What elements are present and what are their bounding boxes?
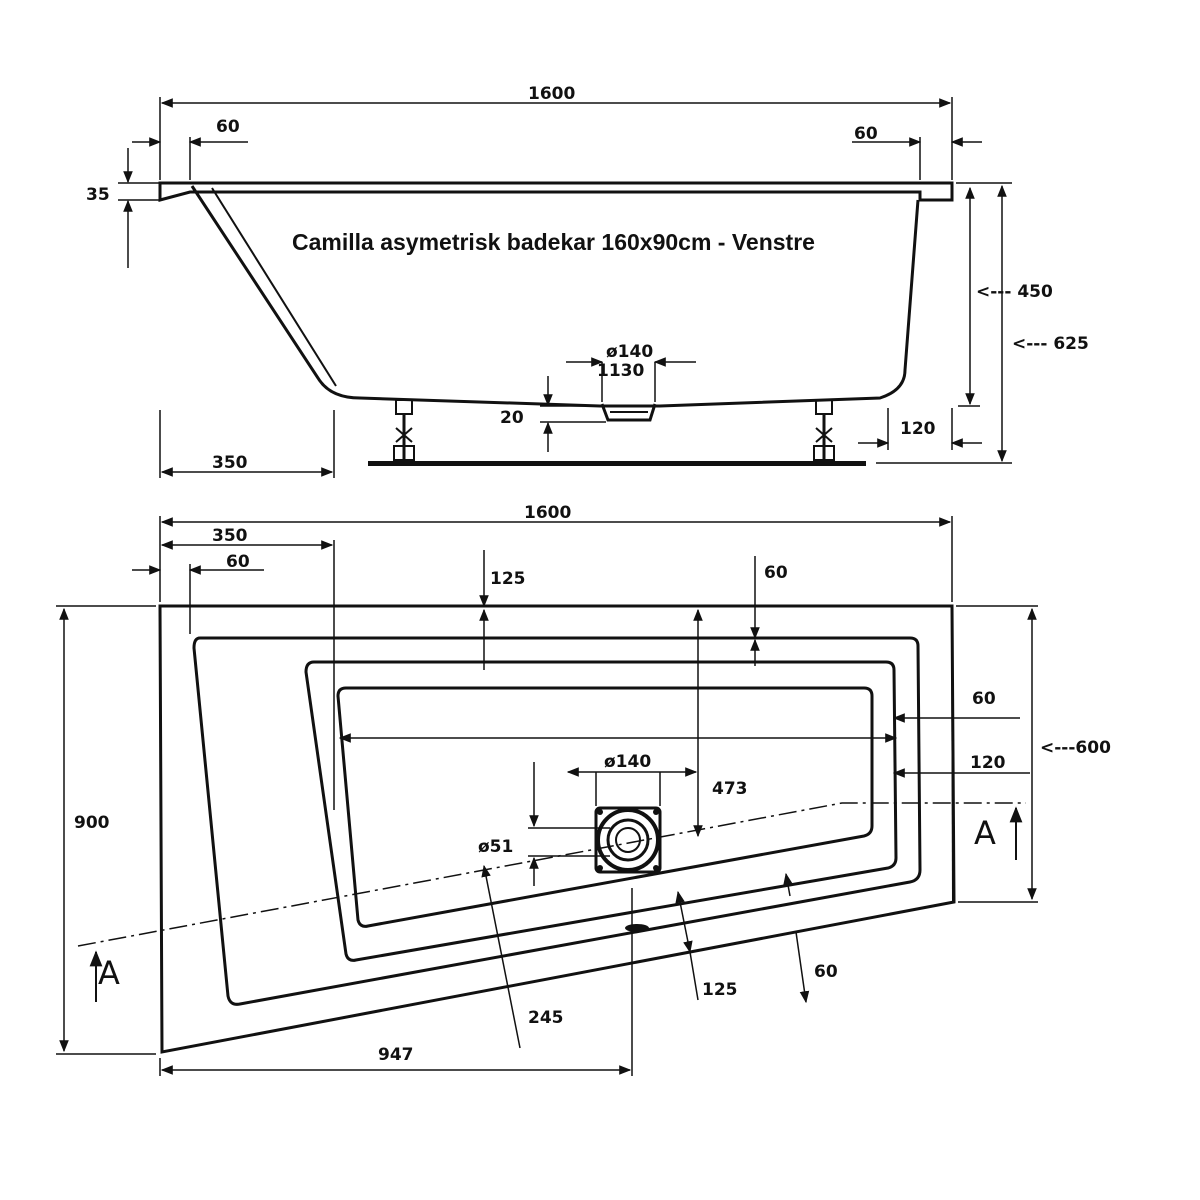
top-drain-diameter-label: ø140 — [604, 752, 651, 772]
section-label-right: A — [974, 814, 996, 852]
side-drain-drop-label: 20 — [500, 408, 524, 428]
side-leg-offset-right-label: 120 — [900, 419, 936, 439]
side-rim-left-label: 60 — [216, 117, 240, 137]
top-view: A A 1600 350 60 125 60 473 60 — [56, 503, 1111, 1076]
top-drain-depth-label: 473 — [712, 779, 748, 799]
side-leg-offset-left-label: 350 — [212, 453, 248, 473]
side-view: 1600 60 60 35 Camilla asymetrisk badekar… — [86, 84, 1089, 478]
top-rim-left-label: 60 — [226, 552, 250, 572]
top-bottom-245-label: 245 — [528, 1008, 564, 1028]
top-length-label: 1600 — [524, 503, 571, 523]
rim-inner-outline — [192, 636, 922, 1006]
overflow-slot — [625, 924, 649, 932]
tub-inner-wall — [211, 187, 337, 387]
top-bottom-125-label: 125 — [702, 980, 738, 1000]
basin-outline — [304, 660, 898, 962]
top-overflow-diameter-label: ø51 — [478, 837, 513, 857]
side-drain-diameter-label: ø140 — [606, 342, 653, 362]
side-rim-right-label: 60 — [854, 124, 878, 144]
top-bottom-60-label: 60 — [814, 962, 838, 982]
floor-plate — [368, 461, 866, 466]
top-rim-right-60-label: 60 — [972, 689, 996, 709]
support-leg-left — [393, 399, 415, 462]
drawing-title: Camilla asymetrisk badekar 160x90cm - Ve… — [292, 229, 815, 255]
drain-body — [600, 403, 657, 422]
support-leg-right — [813, 399, 835, 462]
side-inner-height-label: <--- 450 — [976, 282, 1053, 302]
top-width-left-label: 900 — [74, 813, 110, 833]
section-label-left: A — [98, 954, 120, 992]
top-width-right-label: <---600 — [1040, 738, 1111, 758]
top-offset-350-label: 350 — [212, 526, 248, 546]
top-rim-60-label: 60 — [764, 563, 788, 583]
top-drain-from-left-label: 947 — [378, 1045, 414, 1065]
tub-body-outline — [190, 185, 920, 408]
drain-top — [594, 806, 662, 874]
side-length-label: 1600 — [528, 84, 575, 104]
tub-rim — [158, 181, 954, 202]
top-rim-right-120-label: 120 — [970, 753, 1006, 773]
basin-floor-outline — [336, 686, 874, 928]
top-rim-125-label: 125 — [490, 569, 526, 589]
section-line — [77, 802, 1026, 947]
side-total-height-label: <--- 625 — [1012, 334, 1089, 354]
side-drain-position-label: 1130 — [597, 361, 644, 381]
side-rim-thickness-label: 35 — [86, 185, 110, 205]
tub-outer-outline — [158, 604, 956, 1054]
